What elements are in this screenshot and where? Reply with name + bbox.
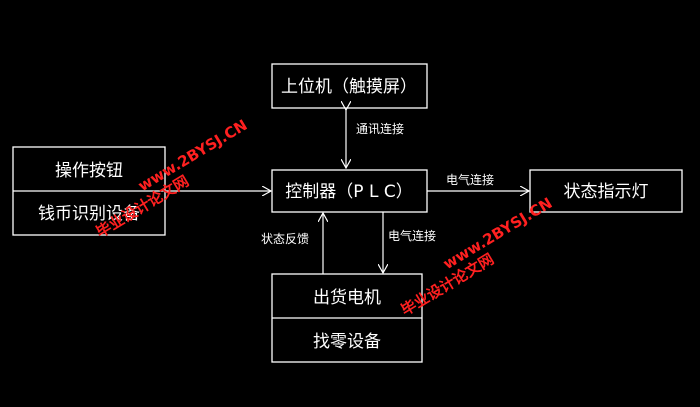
input-devices-box: 操作按钮 钱币识别设备	[12, 146, 166, 236]
edge-motor-to-controller: 状态反馈	[261, 213, 323, 274]
edge-controller-to-light: 电气连接	[427, 172, 529, 191]
status-light-box: 状态指示灯	[529, 169, 683, 213]
watermark-right-site: www.2BYSJ.CN	[440, 194, 555, 273]
edge-status-feedback-label: 状态反馈	[261, 232, 309, 246]
controller-box: 控制器（P L C）	[271, 169, 428, 213]
edge-comm-label: 通讯连接	[356, 121, 404, 136]
upper-computer-box: 上位机（触摸屏）	[271, 63, 428, 109]
operation-buttons-label: 操作按钮	[55, 161, 123, 181]
edge-electric-right-label: 电气连接	[446, 172, 494, 187]
dispense-motor-label: 出货电机	[313, 288, 381, 308]
edge-controller-to-motor: 电气连接	[383, 212, 436, 273]
coin-recognition-label: 钱币识别设备	[38, 204, 140, 224]
change-device-label: 找零设备	[313, 332, 381, 352]
status-light-label: 状态指示灯	[564, 182, 649, 202]
upper-computer-label: 上位机（触摸屏）	[281, 77, 417, 97]
edge-comm-bidirectional: 通讯连接	[346, 110, 404, 168]
watermark-left-site: www.2BYSJ.CN	[135, 116, 250, 195]
output-devices-box: 出货电机 找零设备	[271, 273, 423, 363]
controller-label: 控制器（P L C）	[285, 182, 412, 202]
watermark-right: www.2BYSJ.CN 毕业设计论文网	[398, 194, 556, 320]
edge-electric-down-label: 电气连接	[388, 228, 436, 243]
